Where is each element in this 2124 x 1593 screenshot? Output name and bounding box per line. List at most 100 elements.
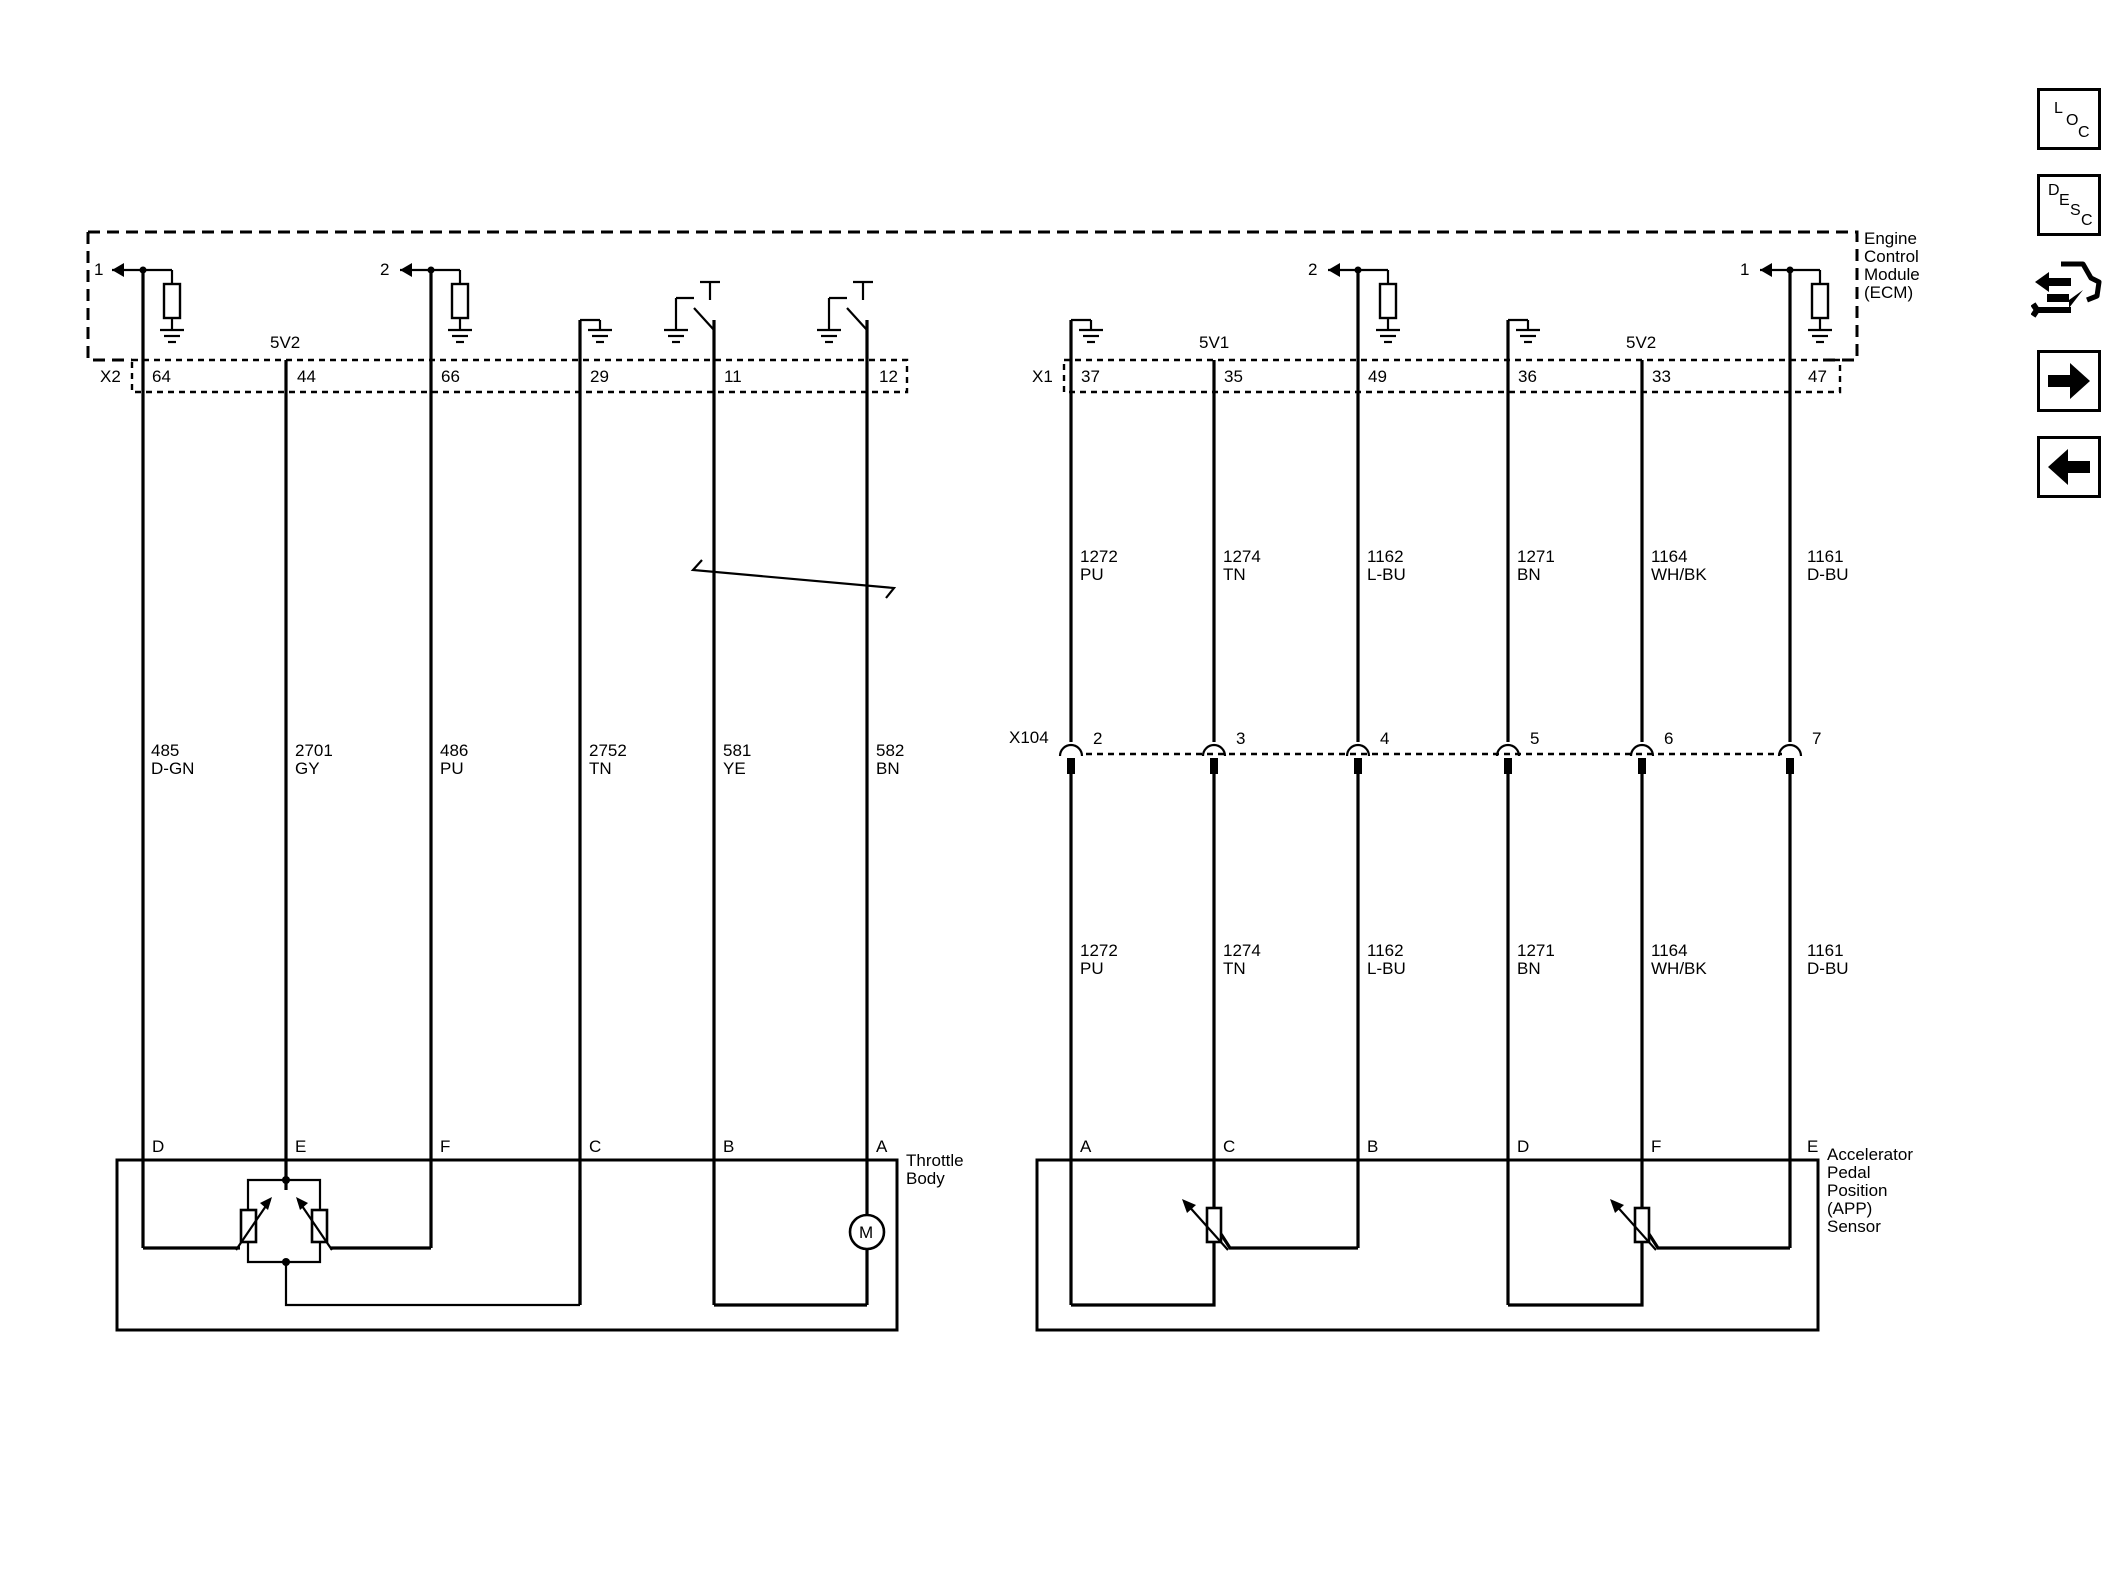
- svg-text:Module: Module: [1864, 265, 1920, 284]
- app-sensor-box: [1035, 1158, 1820, 1332]
- x2-connector-box: [130, 358, 909, 394]
- svg-text:1271: 1271: [1517, 547, 1555, 566]
- svg-text:1274: 1274: [1223, 547, 1261, 566]
- svg-text:B: B: [723, 1137, 734, 1156]
- diagnostic-tool-icon[interactable]: [2030, 256, 2107, 324]
- app-pin-letters: A C B D F E: [1080, 1137, 1818, 1156]
- x2-label: X2: [100, 367, 121, 386]
- svg-text:11: 11: [724, 367, 742, 386]
- tb-ecm-ref-2: 2: [380, 260, 472, 344]
- location-button[interactable]: L O C: [2037, 88, 2101, 150]
- svg-text:1272: 1272: [1080, 547, 1118, 566]
- svg-text:(ECM): (ECM): [1864, 283, 1913, 302]
- svg-text:Engine: Engine: [1864, 229, 1917, 248]
- svg-text:D-BU: D-BU: [1807, 959, 1849, 978]
- svg-text:D-GN: D-GN: [151, 759, 194, 778]
- svg-text:TN: TN: [1223, 959, 1246, 978]
- app-wires-lower: [1069, 772, 1792, 1305]
- svg-text:GY: GY: [295, 759, 320, 778]
- svg-text:BN: BN: [876, 759, 900, 778]
- tps-sensor-bridge: [143, 1176, 582, 1307]
- svg-text:582: 582: [876, 741, 904, 760]
- svg-text:1161: 1161: [1807, 547, 1844, 566]
- svg-text:2752: 2752: [589, 741, 627, 760]
- x104-label: X104: [1009, 728, 1049, 747]
- app-circuit-labels-upper: 1272 PU 1274 TN 1162 L-BU 1271 BN 1164 W…: [1080, 547, 1849, 584]
- svg-text:A: A: [1080, 1137, 1092, 1156]
- svg-text:1272: 1272: [1080, 941, 1118, 960]
- svg-text:D: D: [1517, 1137, 1529, 1156]
- description-button[interactable]: D E S C: [2037, 174, 2101, 236]
- app-sensor-label: Accelerator Pedal Position (APP) Sensor: [1827, 1145, 1913, 1236]
- svg-text:486: 486: [440, 741, 468, 760]
- svg-text:Throttle: Throttle: [906, 1151, 964, 1170]
- loc-l: L: [2054, 100, 2063, 117]
- svg-text:Accelerator: Accelerator: [1827, 1145, 1913, 1164]
- svg-text:PU: PU: [1080, 959, 1104, 978]
- throttle-body-box: [115, 1158, 899, 1332]
- svg-text:581: 581: [723, 741, 751, 760]
- desc-d: D: [2048, 182, 2060, 199]
- app-sensor-1-pot: [1071, 1199, 1358, 1307]
- svg-text:YE: YE: [723, 759, 746, 778]
- desc-c: C: [2081, 212, 2093, 229]
- svg-text:2: 2: [380, 260, 389, 279]
- svg-text:L-BU: L-BU: [1367, 959, 1406, 978]
- svg-text:Control: Control: [1864, 247, 1919, 266]
- svg-text:BN: BN: [1517, 959, 1541, 978]
- svg-text:2701: 2701: [295, 741, 333, 760]
- svg-text:1271: 1271: [1517, 941, 1555, 960]
- svg-text:E: E: [295, 1137, 306, 1156]
- app-5v1-label: 5V1: [1199, 333, 1229, 352]
- twisted-pair-symbol: [690, 559, 897, 599]
- svg-text:A: A: [876, 1137, 888, 1156]
- svg-text:29: 29: [590, 367, 609, 386]
- app-wires-upper: [1069, 270, 1792, 742]
- svg-text:F: F: [440, 1137, 450, 1156]
- svg-text:F: F: [1651, 1137, 1661, 1156]
- x1-pin-numbers: 37 35 49 36 33 47: [1081, 367, 1827, 386]
- motor-label: M: [859, 1223, 873, 1242]
- svg-text:D: D: [152, 1137, 164, 1156]
- svg-text:E: E: [1807, 1137, 1818, 1156]
- svg-text:64: 64: [152, 367, 171, 386]
- svg-text:36: 36: [1518, 367, 1537, 386]
- x2-pin-numbers: 64 44 66 29 11 12: [152, 367, 898, 386]
- svg-text:Pedal: Pedal: [1827, 1163, 1870, 1182]
- back-arrow-button[interactable]: [2037, 436, 2101, 498]
- x104-pin-numbers: 2 3 4 5 6 7: [1093, 729, 1821, 748]
- svg-text:2: 2: [1308, 260, 1317, 279]
- tb-circuit-labels: 485 D-GN 2701 GY 486 PU 2752 TN 581 YE 5…: [151, 741, 904, 778]
- svg-text:1: 1: [1740, 260, 1749, 279]
- loc-o: O: [2066, 112, 2078, 129]
- svg-text:PU: PU: [1080, 565, 1104, 584]
- svg-text:(APP): (APP): [1827, 1199, 1872, 1218]
- tb-pin-letters: D E F C B A: [152, 1137, 888, 1156]
- x1-label: X1: [1032, 367, 1053, 386]
- svg-text:1: 1: [94, 260, 103, 279]
- svg-text:Body: Body: [906, 1169, 945, 1188]
- svg-text:C: C: [589, 1137, 601, 1156]
- svg-text:TN: TN: [589, 759, 612, 778]
- svg-text:L-BU: L-BU: [1367, 565, 1406, 584]
- x1-connector-box: [1062, 358, 1842, 394]
- app-5v2-label: 5V2: [1626, 333, 1656, 352]
- svg-text:4: 4: [1380, 729, 1389, 748]
- svg-text:5: 5: [1530, 729, 1539, 748]
- throttle-body-label: Throttle Body: [906, 1151, 964, 1188]
- svg-text:37: 37: [1081, 367, 1100, 386]
- svg-text:2: 2: [1093, 729, 1102, 748]
- svg-text:D-BU: D-BU: [1807, 565, 1849, 584]
- svg-text:6: 6: [1664, 729, 1673, 748]
- next-arrow-button[interactable]: [2037, 350, 2101, 412]
- app-ecm-ref-2: 2: [1308, 260, 1400, 344]
- svg-text:485: 485: [151, 741, 179, 760]
- desc-e: E: [2059, 192, 2070, 209]
- tb-5v2-label: 5V2: [270, 333, 300, 352]
- app-ecm-ground-37: [1071, 318, 1103, 344]
- svg-text:1161: 1161: [1807, 941, 1844, 960]
- x104-terminals: [1058, 743, 1803, 774]
- svg-text:44: 44: [297, 367, 316, 386]
- app-ecm-ref-1: 1: [1740, 260, 1832, 344]
- svg-text:35: 35: [1224, 367, 1243, 386]
